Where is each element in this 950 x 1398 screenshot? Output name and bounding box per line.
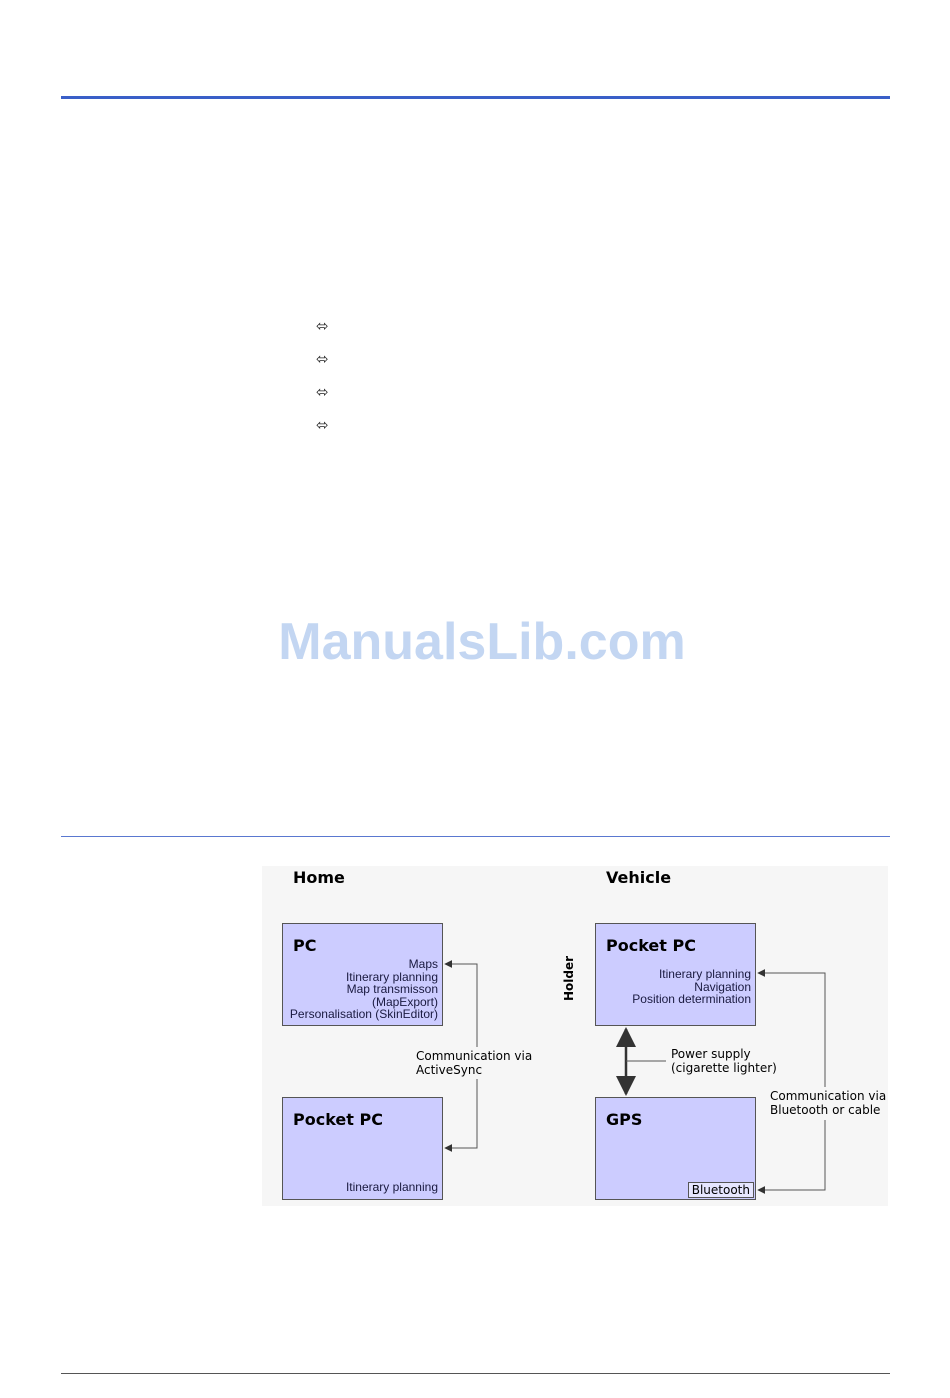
caption-line: Bluetooth or cable — [770, 1103, 881, 1117]
home-pocket-pc-box: Pocket PC Itinerary planning — [282, 1097, 443, 1200]
caption-line: (cigarette lighter) — [671, 1061, 777, 1075]
function-line: Navigation — [694, 979, 751, 994]
function-line: Personalisation (SkinEditor) — [289, 1007, 438, 1021]
double-arrow-icon: ⬄ — [316, 350, 329, 368]
caption-line: Communication via — [770, 1089, 887, 1103]
function-line: Itinerary planning — [345, 969, 438, 984]
double-arrow-icon: ⬄ — [316, 383, 329, 401]
function-line: Itinerary planning — [658, 967, 751, 981]
vehicle-gps-box: GPS Bluetooth — [595, 1097, 756, 1200]
footer-rule — [61, 1373, 890, 1374]
caption-line: Power supply — [671, 1047, 751, 1061]
home-pc-box: PC Maps Itinerary planning Map transmiss… — [282, 923, 443, 1026]
caption-line: Communication via — [416, 1049, 533, 1063]
vehicle-pocket-pc-box: Pocket PC Itinerary planning Navigation … — [595, 923, 756, 1026]
function-line: Position determination — [632, 992, 751, 1006]
vehicle-pocket-pc-title: Pocket PC — [606, 936, 696, 955]
home-pocket-pc-functions: Itinerary planning — [346, 1181, 438, 1194]
double-arrow-icon: ⬄ — [316, 416, 329, 434]
gps-title: GPS — [606, 1110, 643, 1129]
function-line: Maps — [408, 957, 438, 971]
power-supply-caption: Power supply (cigarette lighter) — [671, 1047, 777, 1075]
activesync-caption: Communication via ActiveSync — [416, 1049, 532, 1077]
holder-label-container: Holder — [561, 955, 577, 1002]
function-line: Itinerary planning — [345, 1180, 438, 1194]
vehicle-label: Vehicle — [606, 868, 672, 887]
double-arrow-icon: ⬄ — [316, 317, 329, 335]
home-pocket-pc-title: Pocket PC — [293, 1110, 383, 1129]
home-pc-title: PC — [293, 936, 317, 955]
vehicle-pocket-pc-functions: Itinerary planning Navigation Position d… — [632, 968, 751, 1006]
watermark: ManualsLib.com — [278, 613, 686, 671]
holder-label: Holder — [562, 955, 576, 1001]
bluetooth-link-caption: Communication via Bluetooth or cable — [770, 1089, 887, 1117]
header-rule — [61, 96, 890, 99]
bluetooth-tag: Bluetooth — [687, 1182, 754, 1198]
home-pc-functions: Maps Itinerary planning Map transmisson … — [290, 958, 438, 1021]
function-line: Map transmisson — [346, 982, 438, 996]
section-rule — [61, 836, 890, 837]
home-label: Home — [293, 868, 345, 887]
function-line: (MapExport) — [371, 994, 438, 1009]
caption-line: ActiveSync — [416, 1063, 483, 1077]
